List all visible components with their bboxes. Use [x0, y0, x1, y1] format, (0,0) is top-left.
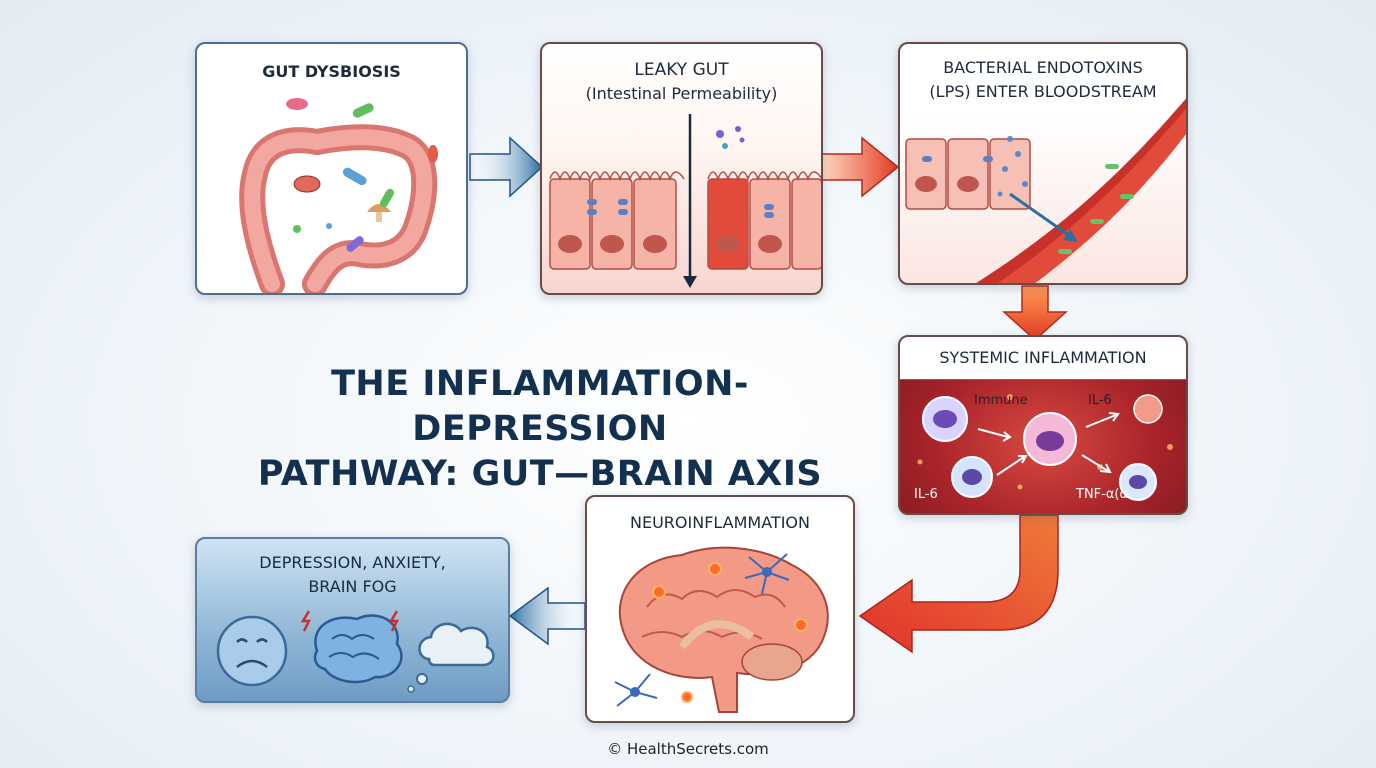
step-title: DEPRESSION, ANXIETY, [259, 553, 446, 572]
inflammation-spot-icon [794, 618, 808, 632]
step-title: LEAKY GUT [634, 60, 729, 80]
main-title: THE INFLAMMATION-DEPRESSION PATHWAY: GUT… [205, 362, 875, 497]
step-subtitle: (Intestinal Permeability) [585, 84, 778, 103]
arrow-endotoxins-to-systemic [1002, 285, 1068, 342]
bacteria-icon [342, 167, 367, 186]
sad-face-icon [216, 615, 288, 687]
inflammation-spot-icon [708, 562, 722, 576]
label-immune: Immune [974, 393, 1028, 408]
intestine-illustration [239, 98, 438, 293]
step-systemic-inflammation: SYSTEMIC INFLAMMATION Immune IL-6 IL-6 T… [898, 335, 1188, 515]
brain-illustration [614, 546, 829, 713]
copyright-footer: © HealthSecrets.com [607, 740, 769, 758]
brain-icon [313, 614, 403, 684]
cytokine-icon [1133, 394, 1163, 424]
symptom-icons [216, 610, 495, 693]
cloud-icon [407, 622, 495, 693]
bloodstream-illustration [905, 98, 1186, 283]
step-bacterial-endotoxins: BACTERIAL ENDOTOXINS (LPS) ENTER BLOODST… [898, 42, 1188, 285]
step-depression: DEPRESSION, ANXIETY, BRAIN FOG [195, 537, 510, 703]
inflammation-spot-icon [652, 585, 666, 599]
intestinal-wall-illustration [549, 114, 821, 288]
step-gut-dysbiosis: GUT DYSBIOSIS [195, 42, 468, 295]
step-title: GUT DYSBIOSIS [262, 62, 401, 81]
bacteria-icon [352, 103, 374, 118]
step-subtitle: BRAIN FOG [308, 577, 397, 596]
immune-cells-illustration [917, 394, 1173, 501]
arrow-dysbiosis-to-leaky [469, 136, 544, 198]
bacteria-icon [346, 236, 364, 252]
main-title-line2: PATHWAY: GUT—BRAIN AXIS [257, 454, 823, 494]
step-title: SYSTEMIC INFLAMMATION [939, 348, 1147, 367]
step-subtitle: (LPS) ENTER BLOODSTREAM [929, 82, 1157, 101]
step-title: NEUROINFLAMMATION [630, 513, 810, 532]
neuron-icon [744, 553, 790, 595]
step-title: BACTERIAL ENDOTOXINS [943, 58, 1143, 77]
bacteria-icon [428, 145, 438, 163]
label-il6-bottom: IL-6 [914, 487, 938, 502]
step-leaky-gut: LEAKY GUT (Intestinal Permeability) [540, 42, 823, 295]
step-neuroinflammation: NEUROINFLAMMATION [585, 495, 855, 723]
entry-arrow-icon [1009, 192, 1071, 238]
lightning-icon [300, 610, 312, 632]
label-tnf: TNF-α(α [1076, 487, 1129, 502]
label-il6-top: IL-6 [1088, 393, 1112, 408]
lightning-icon [388, 610, 400, 632]
bacteria-icon [286, 98, 308, 110]
bacteria-icon [380, 188, 394, 208]
neuron-icon [614, 673, 658, 707]
arrow-neuro-to-depression [508, 586, 586, 646]
main-title-line1: THE INFLAMMATION-DEPRESSION [331, 364, 749, 449]
arrow-leaky-to-endotoxins [821, 136, 900, 198]
arrow-systemic-to-neuro [858, 514, 1059, 654]
inflammation-spot-icon [681, 691, 693, 703]
bacteria-icon [293, 175, 321, 193]
